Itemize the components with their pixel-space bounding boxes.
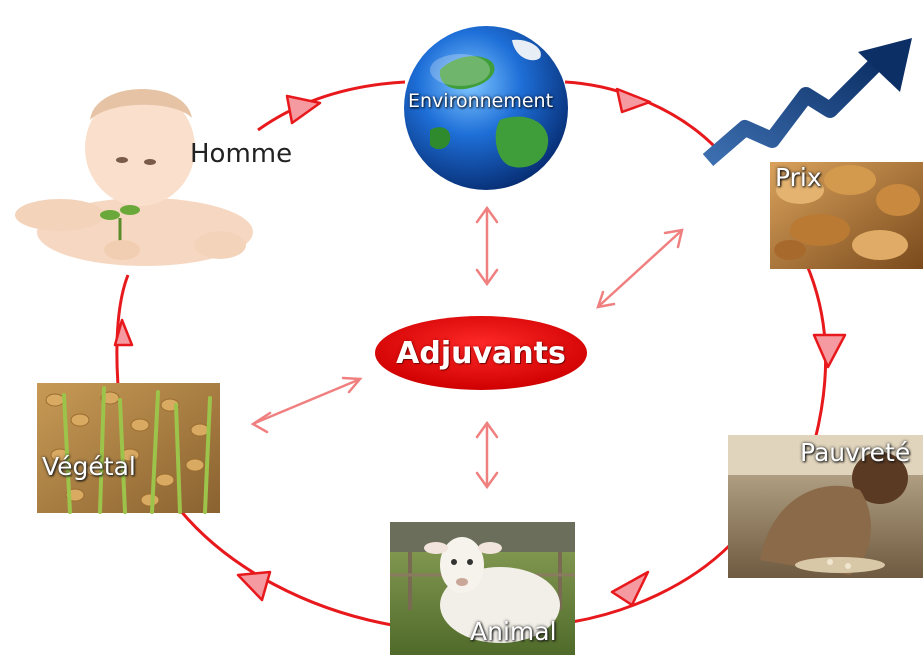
link-environnement [475,205,499,287]
cycle-arrowheads [113,87,847,607]
baby-with-sprout-image [15,88,253,266]
link-vegetal [250,376,363,434]
wheat-sprouts-image [37,383,220,514]
arrowhead-5 [236,570,272,602]
label-homme: Homme [190,139,293,169]
label-prix: Prix [775,163,822,192]
arrowhead-3 [812,333,847,369]
link-animal [475,420,499,490]
label-pauvrete: Pauvreté [800,438,911,467]
center-ellipse [375,316,587,390]
sheep-image [390,522,575,655]
arrowhead-2 [615,87,652,114]
link-arrows [250,205,684,490]
arrowhead-1 [285,94,322,125]
arc-pauvrete-to-animal [571,543,732,624]
poor-child-image [728,435,923,578]
link-prix [596,228,684,309]
arrowhead-4 [610,570,650,607]
rising-trend-arrow-icon [702,38,912,167]
earth-globe-image [404,26,568,190]
label-vegetal: Végétal [42,452,136,481]
label-environnement: Environnement [408,90,554,112]
arrowhead-6 [113,318,134,347]
arc-homme-to-environnement [257,80,406,132]
label-animal: Animal [470,617,557,646]
arc-animal-to-vegetal [178,509,393,627]
arc-vegetal-to-homme [115,274,130,386]
arc-environnement-to-prix [564,80,720,152]
bread-image [770,162,923,269]
center-label-adjuvants: Adjuvants [396,335,566,371]
